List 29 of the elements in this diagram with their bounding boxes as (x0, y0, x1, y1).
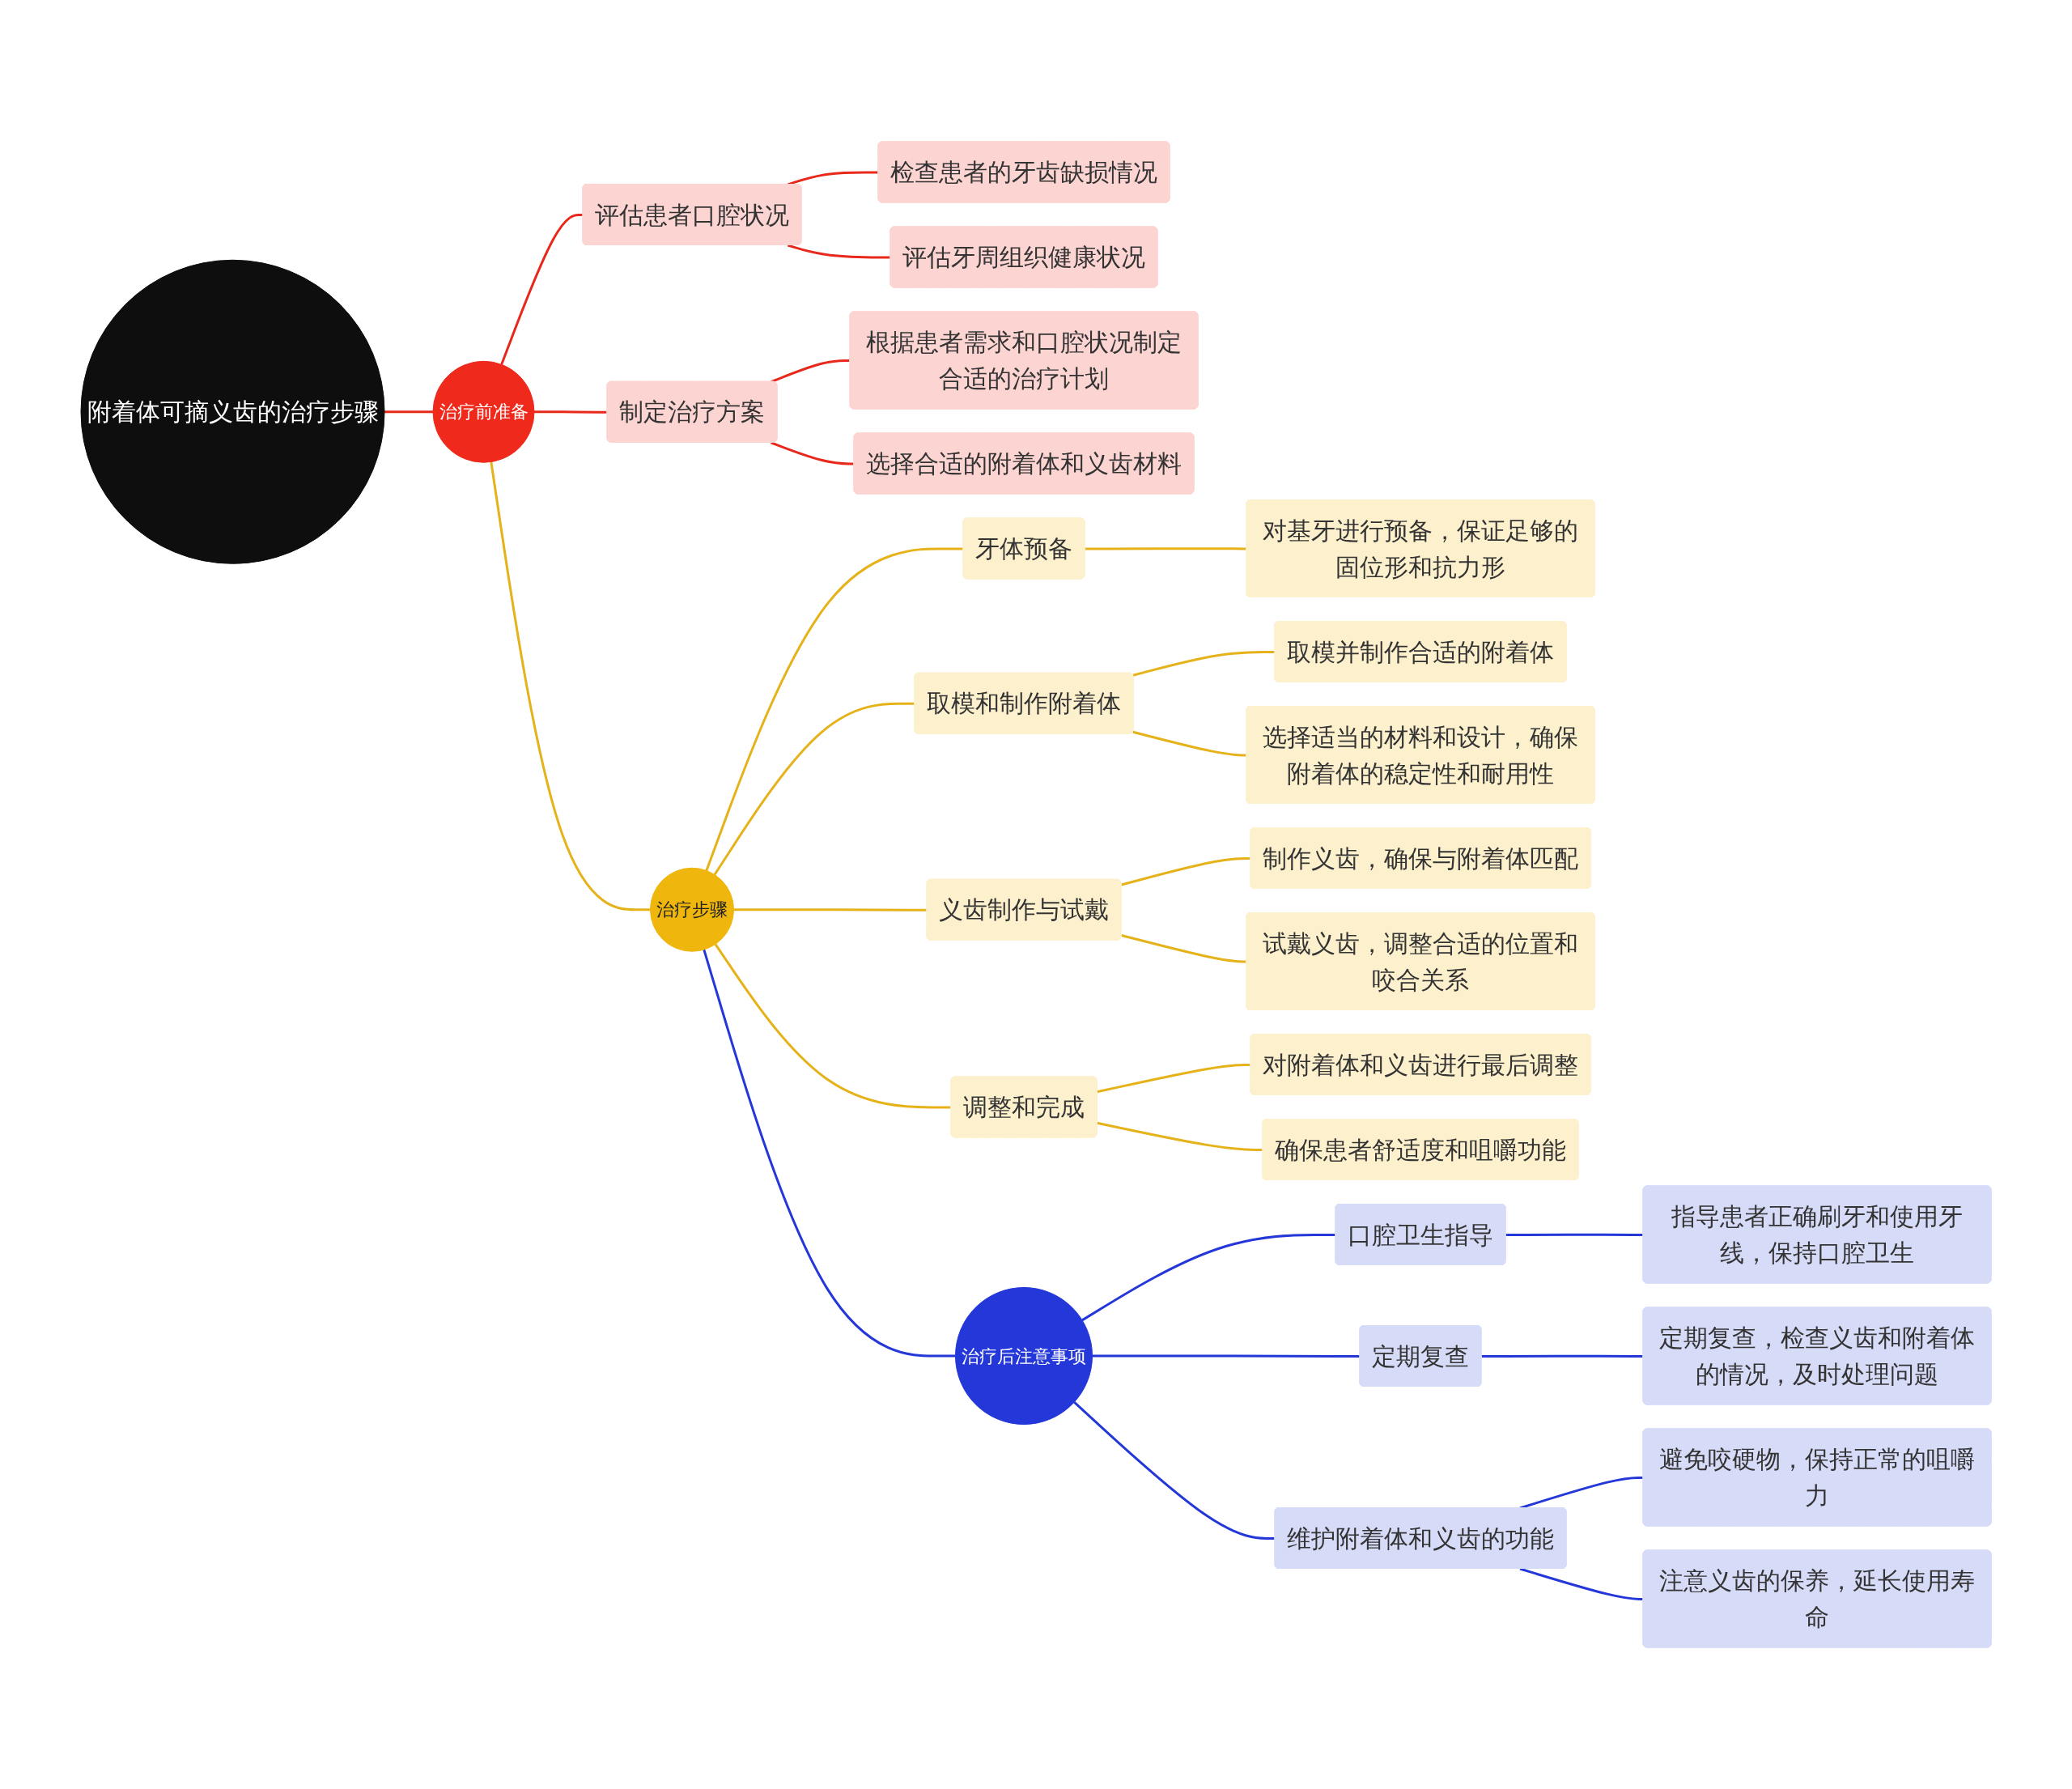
connector (771, 441, 855, 465)
connector (1519, 1567, 1644, 1600)
connector (1505, 1233, 1644, 1236)
connector (705, 547, 964, 871)
connector (534, 410, 608, 414)
connector (500, 213, 584, 365)
connector (1121, 934, 1247, 963)
connector (1132, 730, 1247, 757)
connector (1097, 1063, 1251, 1094)
connector (1097, 1121, 1263, 1151)
connector (1081, 1233, 1336, 1322)
node-circle: 治疗后注意事项 (955, 1287, 1093, 1425)
connector (1481, 1354, 1644, 1358)
connector (703, 949, 956, 1358)
connector (714, 943, 952, 1109)
connector (1085, 547, 1247, 550)
connector (1132, 650, 1276, 677)
connector (733, 908, 928, 911)
connector (1092, 1354, 1361, 1358)
connector (713, 702, 915, 876)
connector (1121, 856, 1251, 886)
connector (384, 410, 433, 414)
connector (771, 359, 851, 384)
node-circle: 治疗前准备 (432, 360, 535, 463)
node-circle: 治疗步骤 (650, 867, 734, 952)
node-circle: 附着体可摘义齿的治疗步骤 (80, 259, 385, 564)
connector (490, 461, 651, 911)
connector (787, 244, 891, 259)
connector (1073, 1401, 1276, 1540)
